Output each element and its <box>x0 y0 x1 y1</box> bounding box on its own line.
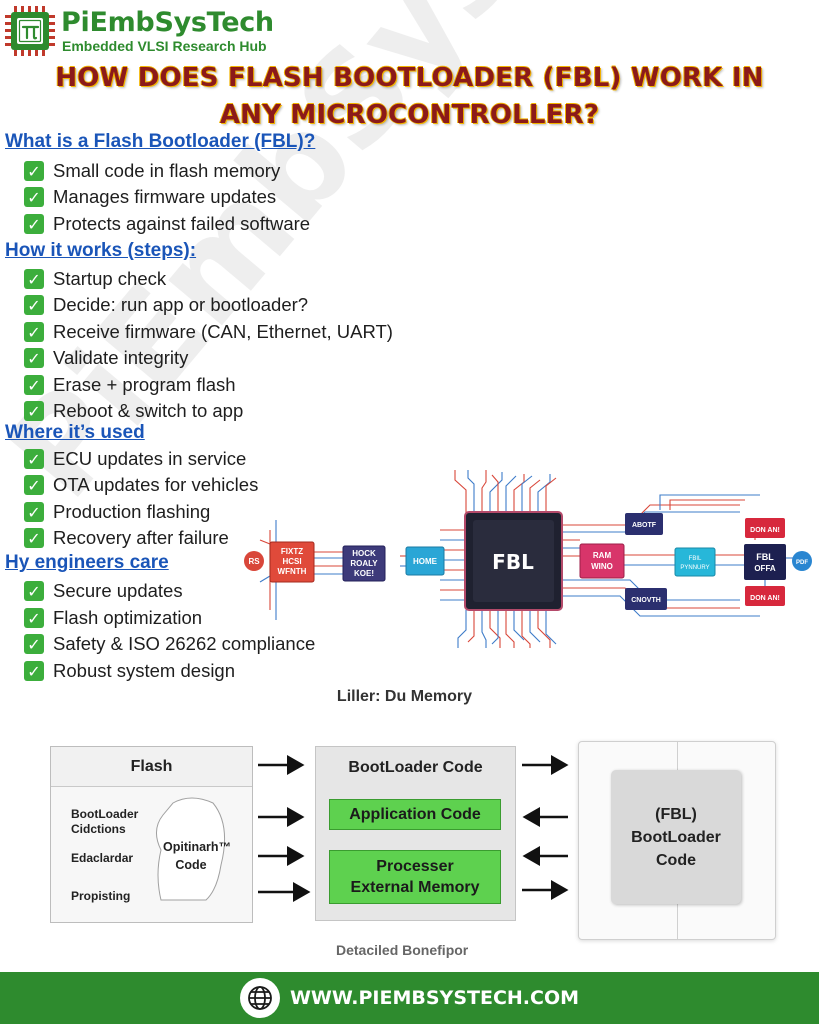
svg-text:FBL: FBL <box>492 550 534 574</box>
svg-text:RS: RS <box>248 557 260 566</box>
diagram-caption-top: Liller: Du Memory <box>336 688 473 705</box>
list-item: ✓Startup check <box>24 267 166 291</box>
check-mark-icon: ✓ <box>24 528 44 548</box>
svg-text:OFFA: OFFA <box>754 564 776 573</box>
list-item: ✓ECU updates in service <box>24 447 246 471</box>
section-heading-where-used: Where it’s used <box>5 422 145 443</box>
list-item: ✓Reboot & switch to app <box>24 399 243 423</box>
list-item: ✓Manages firmware updates <box>24 185 276 209</box>
check-mark-icon: ✓ <box>24 401 44 421</box>
flash-label: BootLoader <box>71 807 139 821</box>
list-item: ✓Erase + program flash <box>24 373 236 397</box>
fbl-bootloader-box: (FBL) BootLoader Code <box>578 741 776 940</box>
check-mark-icon: ✓ <box>24 475 44 495</box>
check-mark-icon: ✓ <box>24 295 44 315</box>
check-mark-icon: ✓ <box>24 161 44 181</box>
svg-text:HCSI: HCSI <box>282 557 301 566</box>
list-item: ✓OTA updates for vehicles <box>24 473 258 497</box>
io-block-small-cyan: FBIL PYNNURY <box>674 547 716 577</box>
page-title: HOW DOES FLASH BOOTLOADER (FBL) WORK IN … <box>0 60 819 134</box>
fbl-chip: FBL <box>464 511 563 611</box>
list-item: ✓Receive firmware (CAN, Ethernet, UART) <box>24 320 393 344</box>
bootloader-code-box: BootLoader Code Application Code Process… <box>315 746 516 921</box>
flash-title: Flash <box>51 747 252 787</box>
svg-text:FBIL: FBIL <box>689 556 702 562</box>
check-mark-icon: ✓ <box>24 348 44 368</box>
section-heading-why-care: Hy engineers care <box>5 552 169 573</box>
check-mark-icon: ✓ <box>24 449 44 469</box>
svg-text:FBL: FBL <box>756 552 774 562</box>
io-block-red-bottom: DON AN! <box>745 586 785 606</box>
list-item: ✓Production flashing <box>24 500 210 524</box>
list-item: ✓Small code in flash memory <box>24 159 280 183</box>
io-block-cyan: HOME <box>405 546 445 576</box>
fbl-bootloader-code-card: (FBL) BootLoader Code <box>611 770 741 904</box>
brand-name: PiEmbSysTech <box>61 7 274 38</box>
check-mark-icon: ✓ <box>24 322 44 342</box>
check-mark-icon: ✓ <box>24 214 44 234</box>
check-mark-icon: ✓ <box>24 661 44 681</box>
chip-logo-icon <box>5 6 55 56</box>
io-block-red: FIXTZ HCSI WFNTH <box>269 541 315 583</box>
check-mark-icon: ✓ <box>24 634 44 654</box>
list-item: ✓Protects against failed software <box>24 212 310 236</box>
list-item: ✓Flash optimization <box>24 606 202 630</box>
svg-text:KOE!: KOE! <box>354 569 374 578</box>
external-memory-block: Processer External Memory <box>329 850 501 904</box>
footer-bar: WWW.PIEMBSYSTECH.COM <box>0 972 819 1024</box>
flash-label: Edaclardar <box>71 851 134 865</box>
diagram-caption-bottom: Detaciled Bonefipor <box>336 942 469 958</box>
list-item: ✓Validate integrity <box>24 346 188 370</box>
code-blob-shape <box>156 797 226 901</box>
code-blob-label: Opitinarh™ Code <box>163 840 232 872</box>
section-heading-how-it-works: How it works (steps): <box>5 240 197 261</box>
svg-text:DON AN!: DON AN! <box>750 527 780 534</box>
check-mark-icon: ✓ <box>24 269 44 289</box>
svg-text:CNOVTH: CNOVTH <box>631 597 661 604</box>
io-block-dark-right: FBL OFFA <box>744 544 786 580</box>
globe-icon <box>239 978 280 1018</box>
io-block-pink: RAM WINO <box>579 543 625 579</box>
brand-header: PiEmbSysTech Embedded VLSI Research Hub <box>5 5 274 57</box>
svg-text:ABOTF: ABOTF <box>632 522 657 529</box>
section-heading-what-is: What is a Flash Bootloader (FBL)? <box>5 131 316 152</box>
left-badge: RS <box>244 551 264 571</box>
svg-text:DON AN!: DON AN! <box>750 595 780 602</box>
io-block-bottom: CNOVTH <box>625 588 667 610</box>
svg-text:PYNNURY: PYNNURY <box>680 565 709 571</box>
io-block-red-top: DON AN! <box>745 518 785 538</box>
flash-box: Flash BootLoader Cidctions Edaclardar Pr… <box>50 746 253 923</box>
check-mark-icon: ✓ <box>24 187 44 207</box>
brand-tagline: Embedded VLSI Research Hub <box>62 38 267 54</box>
svg-text:RAM: RAM <box>593 551 612 560</box>
list-item: ✓Safety & ISO 26262 compliance <box>24 632 315 656</box>
list-item: ✓Decide: run app or bootloader? <box>24 293 308 317</box>
right-badge: PDF <box>792 551 812 571</box>
title-line-2: ANY MICROCONTROLLER? <box>219 100 600 130</box>
svg-text:HOCK: HOCK <box>352 549 376 558</box>
list-item: ✓Recovery after failure <box>24 526 229 550</box>
svg-text:WINO: WINO <box>591 562 613 571</box>
svg-text:FIXTZ: FIXTZ <box>281 547 303 556</box>
check-mark-icon: ✓ <box>24 581 44 601</box>
check-mark-icon: ✓ <box>24 608 44 628</box>
list-item: ✓Robust system design <box>24 659 235 683</box>
title-line-1: HOW DOES FLASH BOOTLOADER (FBL) WORK IN <box>55 63 764 93</box>
website-link[interactable]: WWW.PIEMBSYSTECH.COM <box>289 987 580 1009</box>
application-code-block: Application Code <box>329 799 501 830</box>
svg-text:ROALY: ROALY <box>350 559 378 568</box>
flash-label: Propisting <box>71 889 131 903</box>
flash-label: Cidctions <box>71 822 126 836</box>
flow-arrows <box>258 755 569 902</box>
svg-text:PDF: PDF <box>796 560 808 566</box>
svg-text:HOME: HOME <box>413 557 438 566</box>
svg-text:WFNTH: WFNTH <box>278 567 307 576</box>
io-block-purple: HOCK ROALY KOE! <box>342 545 386 582</box>
list-item: ✓Secure updates <box>24 579 183 603</box>
fbl-circuit-graphic: RS FIXTZ HCSI WFNTH HOCK ROALY KOE! HOME… <box>244 470 812 648</box>
check-mark-icon: ✓ <box>24 502 44 522</box>
io-block-top: ABOTF <box>625 513 663 535</box>
bootloader-code-title: BootLoader Code <box>348 759 483 776</box>
check-mark-icon: ✓ <box>24 375 44 395</box>
